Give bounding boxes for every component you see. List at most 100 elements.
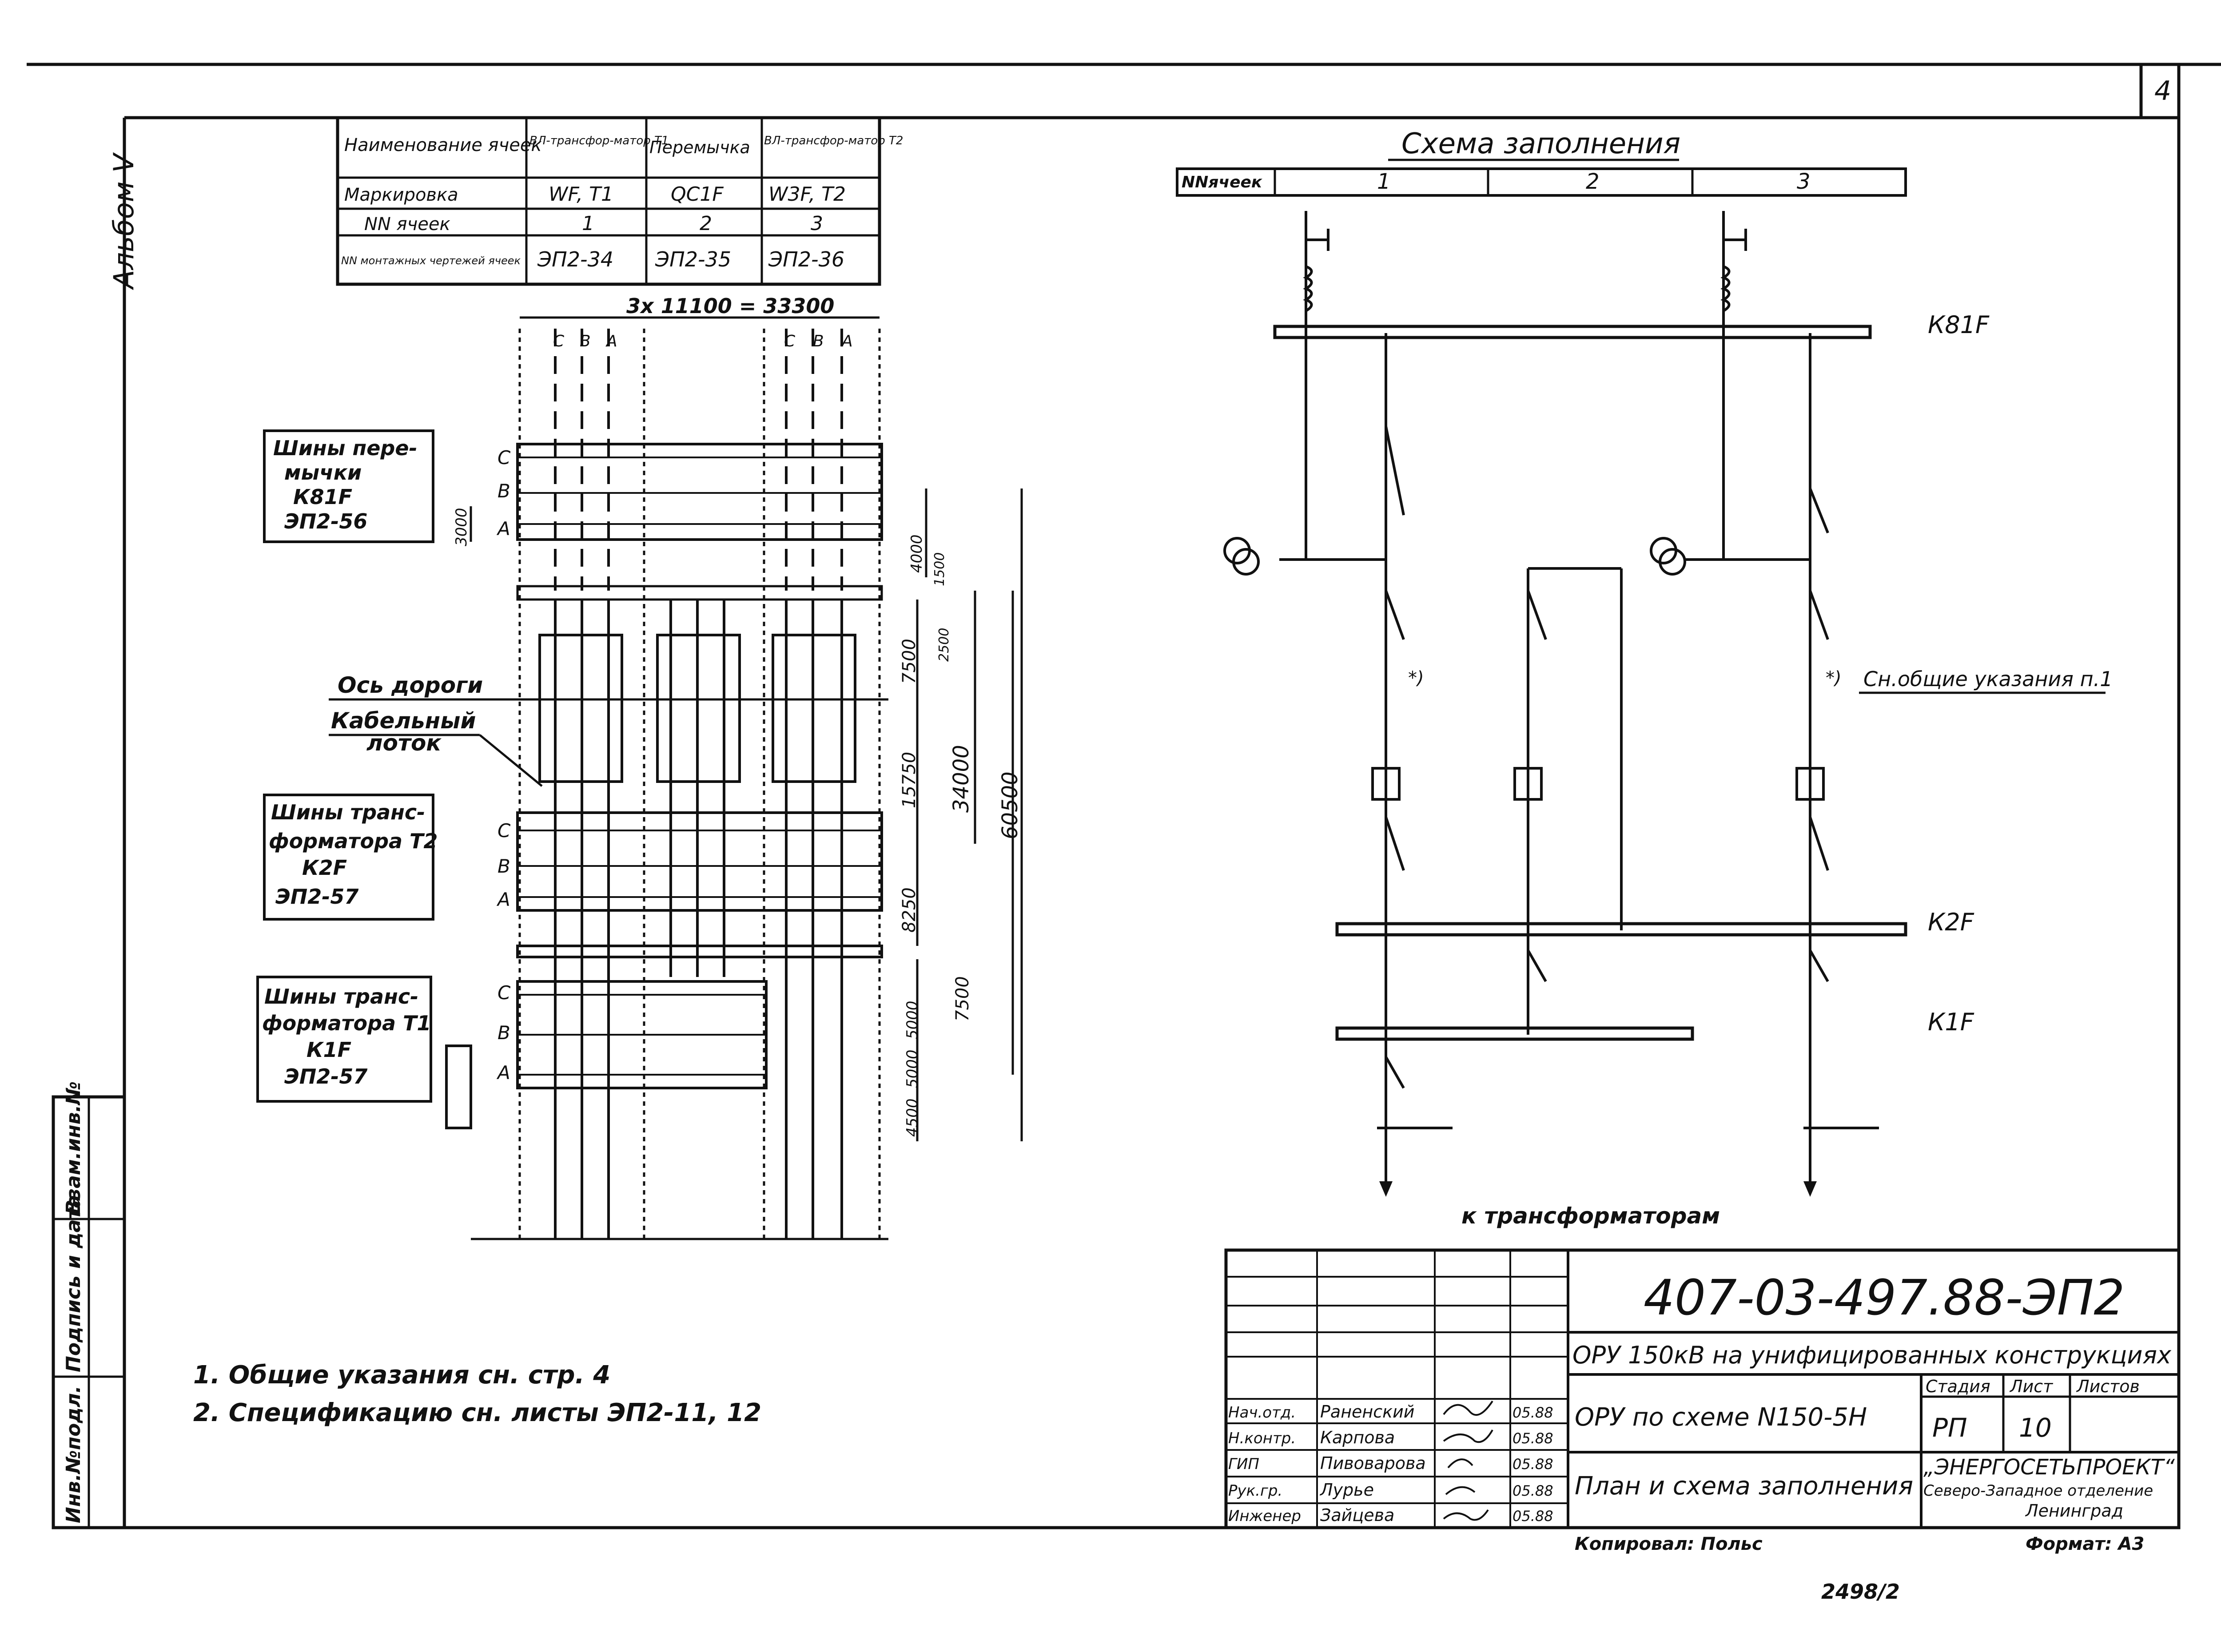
table-header-cell2: Перемычка xyxy=(649,138,750,157)
cable-tray-label-1: Кабельный xyxy=(331,708,476,734)
bus-label-t1-3: К1F xyxy=(306,1038,351,1062)
scheme-bus-k2f: К2F xyxy=(1928,908,1974,936)
road-axis-label: Ось дороги xyxy=(338,672,483,698)
staff-date-2: 05.88 xyxy=(1513,1430,1553,1447)
sheet-corner-mark: 4 xyxy=(2154,75,2171,107)
plan-dim-4000: 4000 xyxy=(908,534,926,573)
cells-table: Наименование ячеек ВЛ-трансфор-матор Т1 … xyxy=(336,116,903,286)
org-city: Ленинград xyxy=(2025,1501,2123,1521)
staff-role-1: Нач.отд. xyxy=(1228,1404,1296,1422)
plan-top-phase-a-1: А xyxy=(605,332,617,350)
sheet-number: 10 xyxy=(2019,1413,2052,1443)
table-header-cell1: ВЛ-трансфор-матор Т1 xyxy=(529,134,669,147)
staff-date-1: 05.88 xyxy=(1513,1404,1553,1421)
inventory-number: 2498/2 xyxy=(1821,1580,1900,1604)
scheme-bottom-label: к трансформаторам xyxy=(1461,1203,1720,1229)
scheme-note-mark-1: *) xyxy=(1408,668,1424,688)
plan-dim-5000-b: 5000 xyxy=(904,1049,921,1088)
plan-dim-2500: 2500 xyxy=(936,628,952,662)
staff-name-5: Зайцева xyxy=(1320,1505,1394,1525)
table-row-drawings-1: ЭП2-34 xyxy=(537,247,613,271)
plan-dim-15750: 15750 xyxy=(899,752,919,808)
plan-left-phase-c-2: С xyxy=(498,820,511,842)
table-row-drawings-label: NN монтажных чертежей ячеек xyxy=(341,254,521,267)
staff-name-2: Карпова xyxy=(1320,1428,1395,1447)
plan-dim-5000-a: 5000 xyxy=(904,1001,921,1039)
scheme-header-label: NNячеек xyxy=(1182,173,1263,191)
plan-left-phase-a-3: А xyxy=(496,1062,510,1084)
bus-label-t2-3: К2F xyxy=(302,856,347,880)
staff-role-5: Инженер xyxy=(1228,1507,1301,1525)
scheme-name: ОРУ по схеме N150-5Н xyxy=(1575,1403,1867,1432)
staff-date-5: 05.88 xyxy=(1513,1508,1553,1525)
bus-label-jumper-4: ЭП2-56 xyxy=(284,509,367,533)
bus-label-t1-2: форматора Т1 xyxy=(262,1011,431,1035)
bus-label-t2-4: ЭП2-57 xyxy=(275,885,358,909)
scheme-title: Схема заполнения xyxy=(1401,127,1680,160)
scheme-cell-3: 3 xyxy=(1797,169,1811,194)
plan-left-phase-c-3: С xyxy=(498,982,511,1004)
general-note-2: 2. Спецификацию сн. листы ЭП2-11, 12 xyxy=(193,1398,761,1427)
bus-label-jumper-3: К81F xyxy=(293,485,352,509)
plan-left-phase-b-3: В xyxy=(498,1022,510,1044)
scheme-cell-2: 2 xyxy=(1586,169,1600,194)
bus-label-t2-2: форматора Т2 xyxy=(269,829,438,853)
stage-value: РП xyxy=(1932,1413,1967,1443)
plan-dim-4500: 4500 xyxy=(904,1098,921,1137)
table-header-name: Наименование ячеек xyxy=(344,135,542,155)
signatures xyxy=(1443,1400,1493,1521)
project-title: ОРУ 150кВ на унифицированных конструкция… xyxy=(1572,1341,2172,1369)
plan-dim-60500: 60500 xyxy=(998,771,1023,839)
bus-label-t1-1: Шины транс- xyxy=(264,985,418,1009)
table-row-drawings-2: ЭП2-35 xyxy=(655,247,731,271)
plan-left-phase-b-1: В xyxy=(498,480,510,502)
doc-code: 407-03-497.88-ЭП2 xyxy=(1644,1269,2125,1326)
scheme-cell-1: 1 xyxy=(1377,169,1391,194)
sheet-title: План и схема заполнения xyxy=(1575,1472,1913,1501)
table-row-marking-3: W3F, T2 xyxy=(768,183,846,206)
plan-dim-7500-b: 7500 xyxy=(952,976,973,1021)
side-stamp: Инв.№подл. Подпись и дата Взам.инв.№ xyxy=(52,1081,126,1529)
plan-left-phase-c-1: С xyxy=(498,447,511,469)
staff-name-1: Раненский xyxy=(1320,1402,1415,1422)
table-row-nn-2: 2 xyxy=(700,212,712,235)
table-row-marking-label: Маркировка xyxy=(344,185,458,205)
plan-dim-1500: 1500 xyxy=(932,552,947,586)
plan-left-phase-a-1: А xyxy=(496,518,510,540)
scheme-bus-k1f: К1F xyxy=(1928,1008,1974,1036)
table-row-marking-1: WF, T1 xyxy=(549,183,613,206)
staff-date-4: 05.88 xyxy=(1513,1482,1553,1499)
side-stamp-sign: Подпись и дата xyxy=(62,1195,85,1372)
staff-role-2: Н.контр. xyxy=(1228,1430,1296,1447)
plan-top-phase-b-2: В xyxy=(813,332,824,350)
scheme-note-mark-2: *) xyxy=(1826,668,1842,688)
general-note-1: 1. Общие указания сн. стр. 4 xyxy=(193,1361,610,1390)
scheme-note: Сн.общие указания п.1 xyxy=(1863,667,2113,691)
title-block: 407-03-497.88-ЭП2 ОРУ 150кВ на унифициро… xyxy=(1224,1248,2181,1529)
paper-format: Формат: А3 xyxy=(2026,1534,2144,1554)
staff-name-3: Пивоварова xyxy=(1320,1453,1426,1473)
staff-name-4: Лурье xyxy=(1319,1480,1374,1500)
staff-role-3: ГИП xyxy=(1228,1455,1259,1473)
filling-scheme: Схема заполнения NNячеек 1 2 3 К81F К2F … xyxy=(1176,127,2113,1229)
table-row-nn-1: 1 xyxy=(582,212,594,235)
stage-header: Стадия xyxy=(1926,1377,1990,1396)
plan-left-phase-b-2: В xyxy=(498,855,510,877)
org-branch: Северо-Западное отделение xyxy=(1923,1482,2153,1500)
plan-view: 3x 11100 = 33300 С В А С В А xyxy=(256,294,1023,1240)
staff-role-4: Рук.гр. xyxy=(1228,1482,1282,1500)
plan-dim-7500-a: 7500 xyxy=(899,639,919,684)
org-name: „ЭНЕРГОСЕТЬПРОЕКТ“ xyxy=(1923,1455,2175,1480)
album-stamp: Альбом V xyxy=(107,152,140,290)
staff-date-3: 05.88 xyxy=(1513,1456,1553,1473)
side-stamp-replace: Взам.инв.№ xyxy=(62,1081,85,1215)
bus-label-jumper-2: мычки xyxy=(284,461,362,484)
plan-top-dim: 3x 11100 = 33300 xyxy=(626,294,834,318)
plan-left-phase-a-2: А xyxy=(496,889,510,910)
table-row-nn-3: 3 xyxy=(811,212,823,235)
copied-by: Копировал: Польс xyxy=(1575,1534,1763,1554)
side-stamp-inv: Инв.№подл. xyxy=(62,1386,85,1523)
sheet-header: Лист xyxy=(2009,1377,2054,1396)
table-header-cell3: ВЛ-трансфор-матор Т2 xyxy=(764,134,903,147)
